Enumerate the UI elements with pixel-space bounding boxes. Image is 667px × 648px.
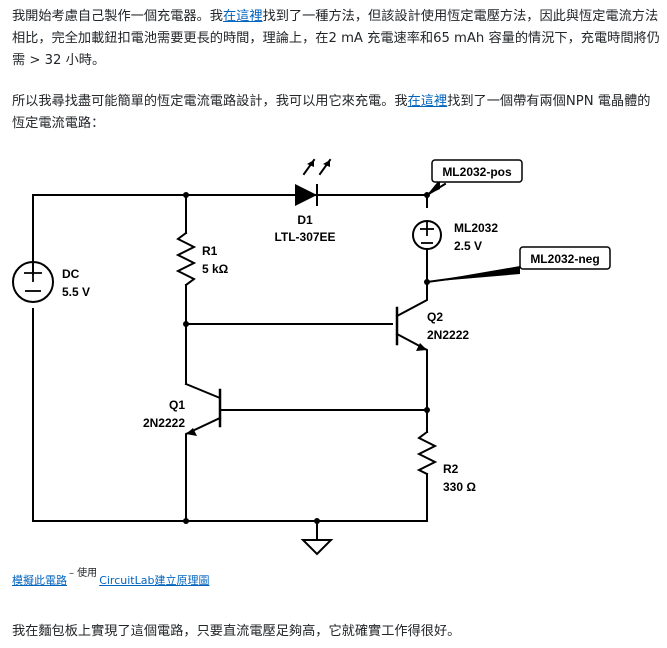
ml2032-name: ML2032: [454, 221, 498, 235]
r1-name: R1: [202, 244, 218, 258]
arrow-head: [307, 160, 314, 167]
q1-collector: [184, 382, 222, 400]
ml2032-pos-label: ML2032-pos: [442, 165, 512, 179]
dc-value: 5.5 V: [62, 285, 90, 299]
wire: [32, 194, 428, 275]
q1-value: 2N2222: [143, 416, 185, 430]
junction-dot: [183, 321, 189, 327]
q2-name: Q2: [427, 310, 443, 324]
circuitlab-link[interactable]: CircuitLab建立原理圖: [99, 574, 210, 587]
dc-name: DC: [62, 267, 80, 281]
wire: [32, 308, 428, 522]
r2-resistor: [416, 430, 438, 476]
junction-dot: [314, 518, 320, 524]
schematic-caption: 模擬此電路– 使用CircuitLab建立原理圖: [12, 568, 210, 588]
junction-dot: [183, 518, 189, 524]
r2-name: R2: [443, 462, 459, 476]
r1-resistor: [175, 231, 197, 287]
q2-emitter-arrow: [416, 343, 427, 351]
junction-dot: [424, 279, 430, 285]
junction-dot: [424, 407, 430, 413]
d1-value: LTL-307EE: [274, 230, 335, 244]
intro-text: 找到了一個帶有兩個NPN 電晶體的恆定電流電路：: [12, 94, 651, 131]
q1-name: Q1: [169, 398, 185, 412]
caption-separator: – 使用: [69, 568, 98, 579]
q2-value: 2N2222: [427, 328, 469, 342]
d1-name: D1: [297, 213, 313, 227]
arrow-head: [323, 160, 330, 167]
r1-value: 5 kΩ: [202, 262, 229, 276]
q2-collector: [395, 281, 428, 318]
here-link-2[interactable]: 在這裡: [407, 94, 448, 109]
q1-emitter-arrow: [186, 428, 197, 436]
intro-text: 我開始考慮自己製作一個充電器。我: [12, 9, 223, 24]
simulate-circuit-link[interactable]: 模擬此電路: [12, 574, 67, 587]
tag-pointer: [427, 266, 520, 282]
ground-symbol: [300, 539, 334, 556]
here-link-1[interactable]: 在這裡: [223, 9, 263, 24]
outro-paragraph: 我在麵包板上實現了這個電路，只要直流電壓足夠高，它就確實工作得很好。: [12, 624, 461, 639]
d1-led: [295, 184, 317, 206]
junction-dot: [183, 192, 189, 198]
tag-pointer: [427, 179, 440, 195]
ml2032-value: 2.5 V: [454, 239, 482, 253]
dc-source: [12, 261, 54, 303]
ml2032-neg-label: ML2032-neg: [530, 252, 599, 266]
intro-paragraph-1: 我開始考慮自己製作一個充電器。我在這裡找到了一種方法，但該設計使用恆定電壓方法，…: [12, 6, 660, 72]
intro-paragraph-2: 所以我尋找盡可能簡單的恆定電流電路設計，我可以用它來充電。我在這裡找到了一個帶有…: [12, 91, 660, 135]
r2-value: 330 Ω: [443, 480, 476, 494]
intro-text: 所以我尋找盡可能簡單的恆定電流電路設計，我可以用它來充電。我: [12, 94, 408, 109]
intro-text: 找到了一種方法，但該設計使用恆定電壓方法，因此與恆定電流方法相比，完全加載鈕扣電…: [12, 9, 660, 68]
ml2032-neg-tag: [519, 246, 611, 270]
circuit-schematic: ML2032-pos ML2032-neg DC 5.5 V R1 5 kΩ D…: [12, 158, 611, 556]
ml2032-pos-tag: [431, 159, 523, 183]
junction-dot: [424, 192, 430, 198]
